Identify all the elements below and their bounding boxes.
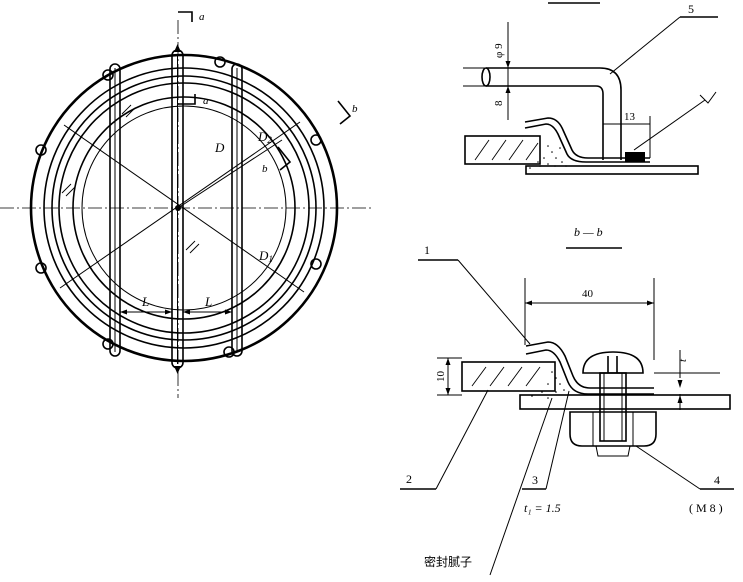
dim-D1: D1	[258, 248, 273, 264]
bolt-hole	[35, 144, 47, 156]
front-view: L L D D2 D1 a a b b	[0, 11, 372, 398]
dim-8: 8	[493, 100, 505, 106]
bolt-hole	[102, 338, 114, 350]
section-b-title: b — b	[574, 225, 603, 239]
glass-inner-ring	[81, 105, 287, 311]
glass-hatch-marks	[61, 104, 200, 254]
nut	[569, 411, 657, 447]
bolt-hole	[310, 134, 322, 146]
section-mark-a-mid: a	[178, 94, 209, 107]
guard-bar-right	[231, 63, 243, 357]
label-4-note: ( M 8 )	[689, 501, 723, 515]
dim-t1: t₁ = 1.5	[524, 501, 561, 515]
dim-L-right: L	[204, 294, 212, 309]
glass-edge-ring	[72, 96, 296, 320]
svg-text:a: a	[199, 11, 205, 23]
dim-t: t	[677, 358, 689, 362]
label-5: 5	[688, 2, 694, 16]
bolt-holes	[35, 56, 322, 358]
sealant-dots-b	[531, 371, 565, 399]
section-mark-b-outer: b	[337, 100, 358, 125]
bolt-hole	[102, 69, 114, 81]
guard-bar-left	[109, 63, 121, 357]
screw-shank	[599, 372, 627, 442]
dim-10: 10	[435, 371, 447, 383]
glass-plate	[464, 135, 541, 165]
label-3: 3	[532, 473, 538, 487]
dim-40: 40	[582, 288, 594, 300]
protective-bars	[109, 44, 243, 374]
dim-phi9: φ 9	[493, 43, 505, 58]
section-mark-b-inner: b	[262, 146, 292, 175]
diameter-line-D2	[59, 121, 301, 289]
svg-text:a: a	[203, 95, 209, 107]
base-plate-b	[519, 394, 731, 410]
glass-pane	[461, 361, 556, 392]
bolt-hole	[310, 258, 322, 270]
screw-head	[582, 351, 644, 374]
dim-D2: D2	[257, 129, 272, 145]
svg-text:b: b	[352, 103, 358, 115]
base-plate	[525, 165, 699, 175]
bolt-hole	[35, 262, 47, 274]
section-b-b: b — b 40 10	[400, 225, 734, 576]
label-2: 2	[406, 472, 412, 486]
radius-line	[177, 139, 283, 209]
label-4: 4	[714, 473, 720, 487]
frame-inner-ring	[58, 82, 310, 334]
weld-block	[625, 152, 645, 162]
label-1: 1	[424, 243, 430, 257]
l-dimension: L L	[120, 294, 232, 315]
diameter-line-D	[63, 124, 305, 293]
dim-13: 13	[624, 111, 636, 123]
detail-a-section: 5 φ 9 8 13	[463, 2, 718, 175]
bolt-hole	[214, 56, 226, 68]
outer-flange-ring	[29, 53, 339, 363]
sealant-note: 密封腻子	[424, 554, 472, 569]
bolt-circle-ring	[43, 67, 325, 349]
dim-D: D	[214, 140, 225, 155]
svg-text:b: b	[262, 163, 268, 175]
section-mark-a-top: a	[178, 11, 205, 23]
frame-outer-ring	[51, 75, 317, 341]
bolt-hole	[223, 346, 235, 358]
dim-L-left: L	[141, 294, 149, 309]
